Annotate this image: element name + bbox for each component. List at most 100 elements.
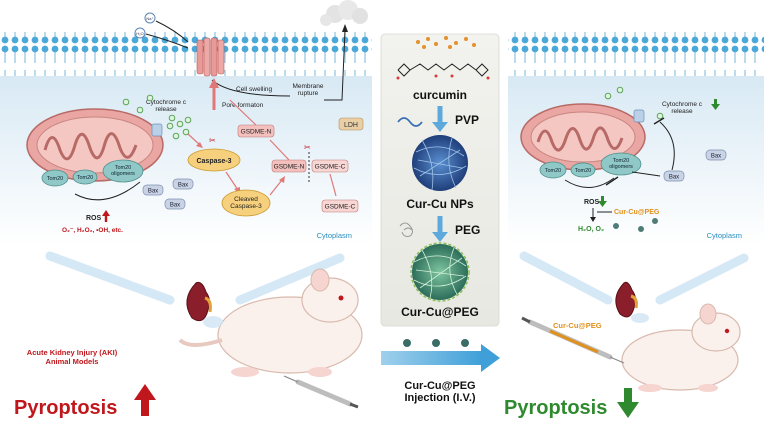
gsdme-n-to-pore-arrow — [229, 99, 257, 126]
mito-pore-icon — [151, 123, 163, 137]
right-zoom-lines — [519, 251, 749, 305]
pvp-label: PVP — [455, 113, 479, 127]
pyroptosis-up-arrow-icon — [134, 384, 156, 416]
gsdme-n-label: GSDME-N — [274, 164, 305, 171]
bax-2-label: Bax — [178, 183, 188, 189]
cur-cu-np-icon — [412, 135, 468, 191]
tom20-a — [41, 169, 69, 187]
bax-1 — [142, 184, 164, 196]
peg-polymer-icon — [399, 222, 413, 237]
left-mouse-icon — [178, 268, 363, 377]
gsdme-n-release-arrow — [269, 139, 290, 161]
membrane-rupture-arrow — [324, 29, 346, 101]
right-products-label: H₂O, O₂ — [578, 226, 604, 233]
right-kidney-icon — [615, 281, 638, 318]
bax-3-label: Bax — [170, 203, 180, 209]
gsdme-c-free — [321, 199, 359, 213]
peg-label: PEG — [455, 223, 480, 237]
left-kidney-icon — [186, 281, 212, 322]
right-ros-feedback-line — [564, 177, 615, 188]
caspase3-node — [187, 148, 241, 172]
cyto-to-caspase-arrow — [187, 133, 201, 146]
ion-influx-arrow — [155, 20, 189, 43]
injection-nanoparticles — [403, 339, 469, 347]
left-kidney-highlight — [203, 316, 223, 328]
synthesis-panel: curcumin PVP Cur-Cu NPs PEG Cur-Cu@PEG — [380, 33, 500, 327]
ros-label: ROS — [86, 215, 102, 222]
bax-2 — [172, 178, 194, 190]
right-tom20-b — [570, 162, 596, 178]
caspase-cleavage-arrow — [225, 171, 239, 191]
right-outcome-label: Pyroptosis — [504, 397, 607, 419]
gsdme-c-free-label: GSDME-C — [325, 204, 356, 211]
curcumin-label: curcumin — [413, 88, 467, 102]
injection-arrow — [381, 339, 500, 372]
water-influx-arrow — [145, 33, 189, 49]
na-label: Na⁺ — [146, 16, 153, 21]
left-syringe-icon — [283, 375, 359, 409]
gsdme-c-label: GSDME-C — [315, 164, 346, 171]
right-cytochrome-c-molecules — [604, 86, 664, 120]
tom20-b — [72, 169, 98, 185]
cur-cu-peg-np-icon — [410, 242, 470, 302]
left-membrane — [0, 32, 372, 76]
bax-inhibition-line — [659, 121, 675, 171]
right-mouse-icon — [621, 303, 741, 392]
cytochrome-c-molecules — [122, 94, 192, 140]
right-bax-2 — [663, 170, 685, 182]
ldh-release-cloud — [320, 0, 368, 26]
right-syringe-icon — [521, 316, 625, 364]
cell-swelling-label: Cell swelling — [236, 86, 273, 93]
gsdme-pore-icon — [196, 37, 225, 77]
right-bax-1 — [705, 149, 727, 161]
right-tom20-b-label: Tom20 — [575, 168, 592, 174]
cleaved-to-gsdme-arrow — [269, 179, 283, 196]
right-tom20-a-label: Tom20 — [545, 168, 562, 174]
gsdme-c-release-arrow — [329, 173, 337, 197]
left-mouse-label: Acute Kidney Injury (AKI)Animal Models — [27, 348, 118, 366]
tom20-b-label: Tom20 — [77, 175, 94, 181]
product-label: Cur-Cu@PEG — [401, 305, 479, 319]
right-cytoplasm-label: Cytoplasm — [707, 231, 742, 240]
bax-3 — [164, 198, 186, 210]
ros-down-arrow-icon — [598, 196, 607, 207]
tom20-oligomers — [102, 159, 144, 183]
right-bax-1-label: Bax — [711, 154, 721, 160]
h2o-label: H₂O — [136, 31, 144, 36]
right-ros-label: ROS — [584, 199, 600, 206]
gsdme-c — [311, 159, 349, 173]
right-membrane — [508, 32, 764, 76]
bax-to-tom20-line — [631, 171, 661, 177]
pyroptosis-down-arrow-icon — [617, 388, 639, 418]
left-cytoplasm-label: Cytoplasm — [317, 231, 352, 240]
left-zoom-lines — [45, 251, 345, 305]
na-ion-icon — [144, 12, 156, 24]
ldh-badge — [338, 117, 364, 131]
right-tom20-a — [539, 161, 567, 179]
right-nanoparticles — [613, 218, 658, 232]
gsdme-n-top-label: GSDME-N — [241, 129, 272, 136]
bax-1-label: Bax — [148, 189, 158, 195]
pvp-polymer-icon — [397, 117, 423, 127]
right-mitochondrion-icon — [520, 103, 646, 171]
right-kidney-highlight — [631, 313, 649, 323]
left-outcome-label: Pyroptosis — [14, 397, 117, 419]
right-syringe-label: Cur-Cu@PEG — [553, 321, 602, 330]
caspase3-label: Caspase-3 — [196, 158, 231, 165]
right-tom20-oligomers — [600, 152, 642, 176]
right-agent-label: Cur-Cu@PEG — [614, 209, 660, 216]
ros-feedback-arrow — [74, 181, 141, 201]
right-mito-pore-icon — [633, 109, 645, 123]
scissors-icon: ✂ — [209, 136, 216, 145]
tom20-a-label: Tom20 — [47, 176, 64, 182]
